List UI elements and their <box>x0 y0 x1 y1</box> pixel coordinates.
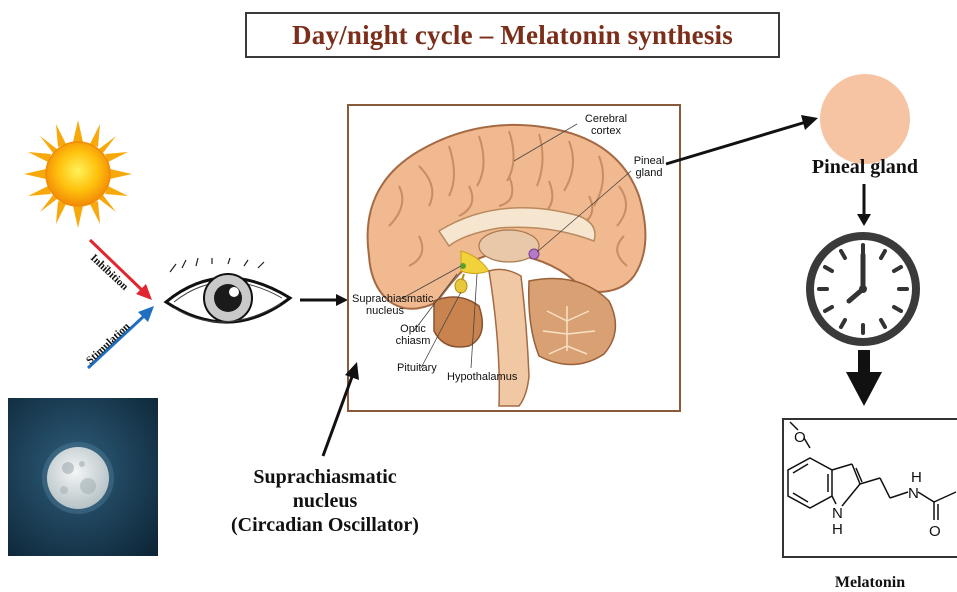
molecule-h2: H <box>832 521 843 538</box>
sun-icon <box>22 118 134 230</box>
molecule-n2: N <box>832 505 843 522</box>
label-pituitary: Pituitary <box>397 362 437 374</box>
moon-icon <box>8 398 158 556</box>
scn-caption-line3: (Circadian Oscillator) <box>195 513 455 537</box>
label-cerebral-cortex-text: Cerebral cortex <box>585 113 627 137</box>
label-optic-chiasm: Optic chiasm <box>393 323 433 347</box>
eye-to-brain-arrow <box>300 292 350 308</box>
melatonin-molecule: O H N O N H <box>784 420 957 556</box>
clock-to-melatonin-arrow <box>844 350 884 406</box>
title-box: Day/night cycle – Melatonin synthesis <box>245 12 780 58</box>
scn-caption-arrow <box>315 360 365 460</box>
molecule-o2: O <box>929 523 941 540</box>
inhibition-arrow <box>86 236 158 306</box>
melatonin-label: Melatonin <box>800 574 940 592</box>
molecule-o1: O <box>794 429 806 446</box>
molecule-h1: H <box>911 469 922 486</box>
label-optic-chiasm-text: Optic chiasm <box>396 323 431 347</box>
label-cerebral-cortex: Cerebral cortex <box>576 113 636 137</box>
label-pituitary-text: Pituitary <box>397 362 437 374</box>
eye-icon <box>160 258 300 340</box>
label-hypothalamus: Hypothalamus <box>447 371 517 383</box>
melatonin-label-text: Melatonin <box>835 574 905 591</box>
pineal-gland-label: Pineal gland <box>795 156 935 179</box>
label-pineal-gland-text: Pineal gland <box>634 155 665 179</box>
clock-icon <box>805 231 921 347</box>
pineal-gland-icon <box>818 72 912 166</box>
diagram-title: Day/night cycle – Melatonin synthesis <box>292 20 733 51</box>
label-suprachiasmatic: Suprachiasmatic nucleus <box>352 293 418 317</box>
label-hypothalamus-text: Hypothalamus <box>447 371 517 383</box>
scn-caption-line2: nucleus <box>195 489 455 513</box>
molecule-n1: N <box>908 485 919 502</box>
scn-caption: Suprachiasmatic nucleus (Circadian Oscil… <box>195 465 455 537</box>
pineal-to-clock-arrow <box>854 184 874 228</box>
pineal-gland-label-text: Pineal gland <box>812 156 918 178</box>
scn-caption-line1: Suprachiasmatic <box>195 465 455 489</box>
